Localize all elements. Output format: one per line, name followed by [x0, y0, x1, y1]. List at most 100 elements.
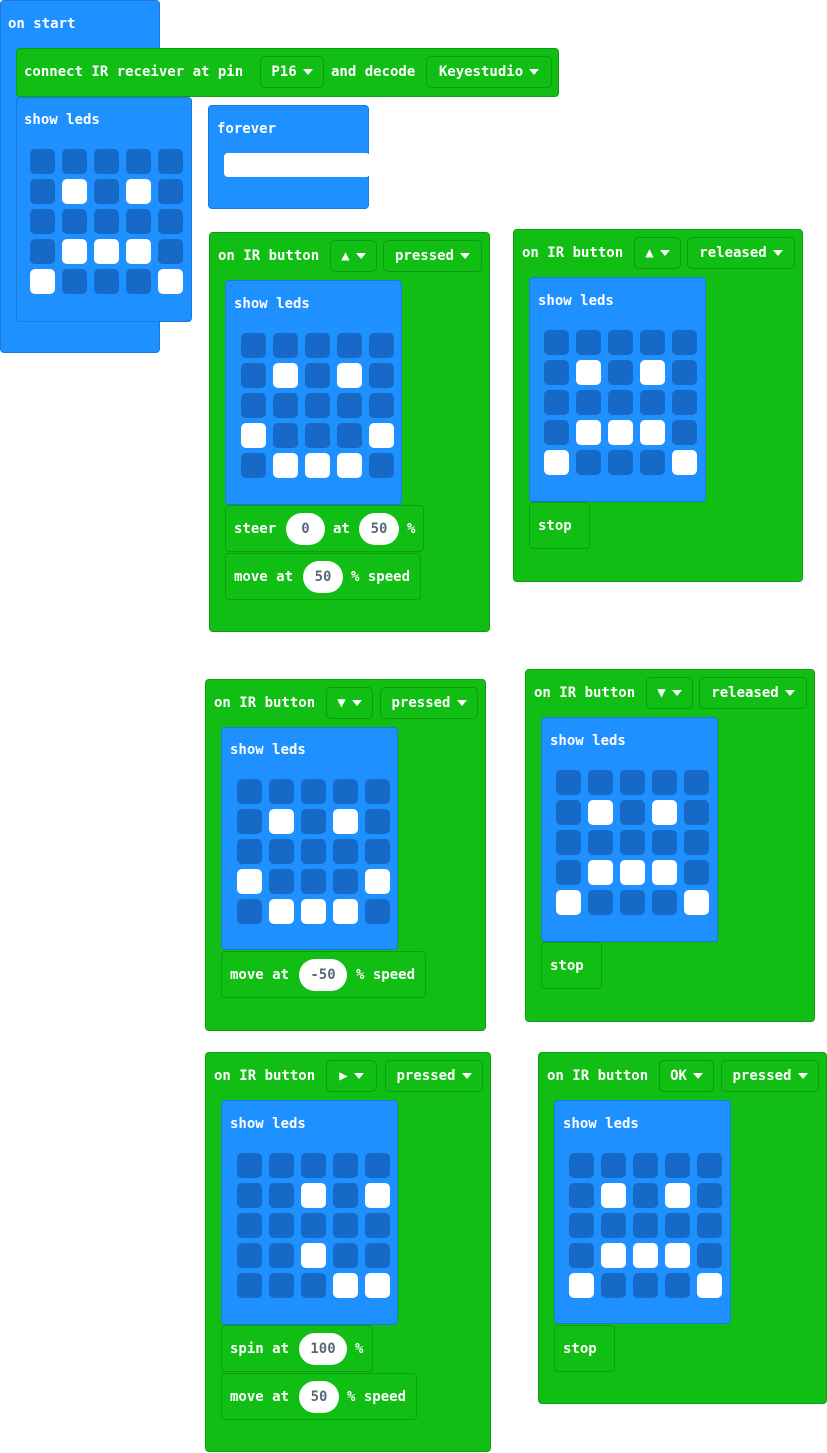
led-cell[interactable]: [269, 1183, 294, 1208]
led-cell[interactable]: [640, 420, 665, 445]
led-cell[interactable]: [684, 860, 709, 885]
led-cell[interactable]: [601, 1183, 626, 1208]
led-cell[interactable]: [544, 420, 569, 445]
led-cell[interactable]: [697, 1243, 722, 1268]
led-cell[interactable]: [237, 809, 262, 834]
led-cell[interactable]: [301, 839, 326, 864]
led-cell[interactable]: [365, 809, 390, 834]
led-cell[interactable]: [305, 363, 330, 388]
led-cell[interactable]: [94, 179, 119, 204]
led-cell[interactable]: [652, 770, 677, 795]
led-cell[interactable]: [640, 390, 665, 415]
led-cell[interactable]: [640, 450, 665, 475]
led-cell[interactable]: [337, 453, 362, 478]
led-cell[interactable]: [158, 239, 183, 264]
led-cell[interactable]: [365, 779, 390, 804]
led-cell[interactable]: [620, 860, 645, 885]
led-cell[interactable]: [269, 1243, 294, 1268]
led-cell[interactable]: [569, 1213, 594, 1238]
led-cell[interactable]: [126, 149, 151, 174]
decoder-dropdown[interactable]: Keyestudio: [426, 56, 552, 88]
led-cell[interactable]: [620, 830, 645, 855]
led-cell[interactable]: [333, 779, 358, 804]
led-cell[interactable]: [665, 1153, 690, 1178]
event-dropdown[interactable]: released: [699, 677, 807, 709]
led-cell[interactable]: [608, 450, 633, 475]
led-cell[interactable]: [576, 390, 601, 415]
led-cell[interactable]: [237, 1273, 262, 1298]
led-cell[interactable]: [608, 390, 633, 415]
led-cell[interactable]: [665, 1273, 690, 1298]
led-cell[interactable]: [556, 770, 581, 795]
move-speed-input[interactable]: -50: [299, 959, 347, 991]
led-cell[interactable]: [30, 179, 55, 204]
led-cell[interactable]: [365, 1273, 390, 1298]
led-cell[interactable]: [273, 363, 298, 388]
event-dropdown[interactable]: pressed: [385, 1060, 483, 1092]
led-cell[interactable]: [301, 809, 326, 834]
led-cell[interactable]: [365, 869, 390, 894]
led-cell[interactable]: [620, 770, 645, 795]
event-dropdown[interactable]: pressed: [383, 240, 482, 272]
led-cell[interactable]: [269, 1273, 294, 1298]
led-cell[interactable]: [269, 1213, 294, 1238]
led-cell[interactable]: [588, 830, 613, 855]
button-dropdown-up[interactable]: ▲: [634, 237, 681, 269]
led-cell[interactable]: [273, 333, 298, 358]
led-cell[interactable]: [333, 1153, 358, 1178]
led-cell[interactable]: [369, 423, 394, 448]
led-cell[interactable]: [620, 890, 645, 915]
led-cell[interactable]: [301, 869, 326, 894]
event-dropdown[interactable]: released: [687, 237, 795, 269]
event-dropdown[interactable]: pressed: [380, 687, 478, 719]
led-cell[interactable]: [588, 770, 613, 795]
led-cell[interactable]: [576, 450, 601, 475]
led-cell[interactable]: [672, 330, 697, 355]
led-cell[interactable]: [672, 360, 697, 385]
led-cell[interactable]: [652, 800, 677, 825]
led-cell[interactable]: [569, 1273, 594, 1298]
led-cell[interactable]: [237, 1153, 262, 1178]
led-cell[interactable]: [369, 393, 394, 418]
led-cell[interactable]: [665, 1213, 690, 1238]
led-cell[interactable]: [305, 333, 330, 358]
led-cell[interactable]: [305, 423, 330, 448]
led-cell[interactable]: [301, 1153, 326, 1178]
led-cell[interactable]: [684, 890, 709, 915]
led-cell[interactable]: [301, 1243, 326, 1268]
led-cell[interactable]: [672, 450, 697, 475]
led-cell[interactable]: [273, 393, 298, 418]
led-cell[interactable]: [569, 1153, 594, 1178]
move-speed-input[interactable]: 50: [299, 1381, 339, 1413]
led-cell[interactable]: [269, 839, 294, 864]
led-cell[interactable]: [333, 839, 358, 864]
led-cell[interactable]: [237, 839, 262, 864]
led-cell[interactable]: [126, 209, 151, 234]
led-cell[interactable]: [30, 269, 55, 294]
led-cell[interactable]: [697, 1213, 722, 1238]
led-cell[interactable]: [365, 1213, 390, 1238]
led-cell[interactable]: [697, 1153, 722, 1178]
led-cell[interactable]: [333, 1183, 358, 1208]
led-cell[interactable]: [237, 779, 262, 804]
pin-dropdown[interactable]: P16: [260, 56, 324, 88]
led-cell[interactable]: [94, 269, 119, 294]
led-cell[interactable]: [640, 360, 665, 385]
led-cell[interactable]: [62, 269, 87, 294]
led-cell[interactable]: [237, 1213, 262, 1238]
led-cell[interactable]: [684, 770, 709, 795]
led-cell[interactable]: [620, 800, 645, 825]
led-cell[interactable]: [633, 1153, 658, 1178]
led-cell[interactable]: [365, 1183, 390, 1208]
led-cell[interactable]: [269, 1153, 294, 1178]
led-cell[interactable]: [333, 899, 358, 924]
led-cell[interactable]: [337, 363, 362, 388]
led-cell[interactable]: [241, 393, 266, 418]
led-cell[interactable]: [269, 869, 294, 894]
led-cell[interactable]: [556, 890, 581, 915]
led-cell[interactable]: [665, 1243, 690, 1268]
led-cell[interactable]: [544, 390, 569, 415]
button-dropdown-up[interactable]: ▲: [330, 240, 377, 272]
move-speed-input[interactable]: 50: [303, 561, 343, 593]
led-cell[interactable]: [126, 269, 151, 294]
